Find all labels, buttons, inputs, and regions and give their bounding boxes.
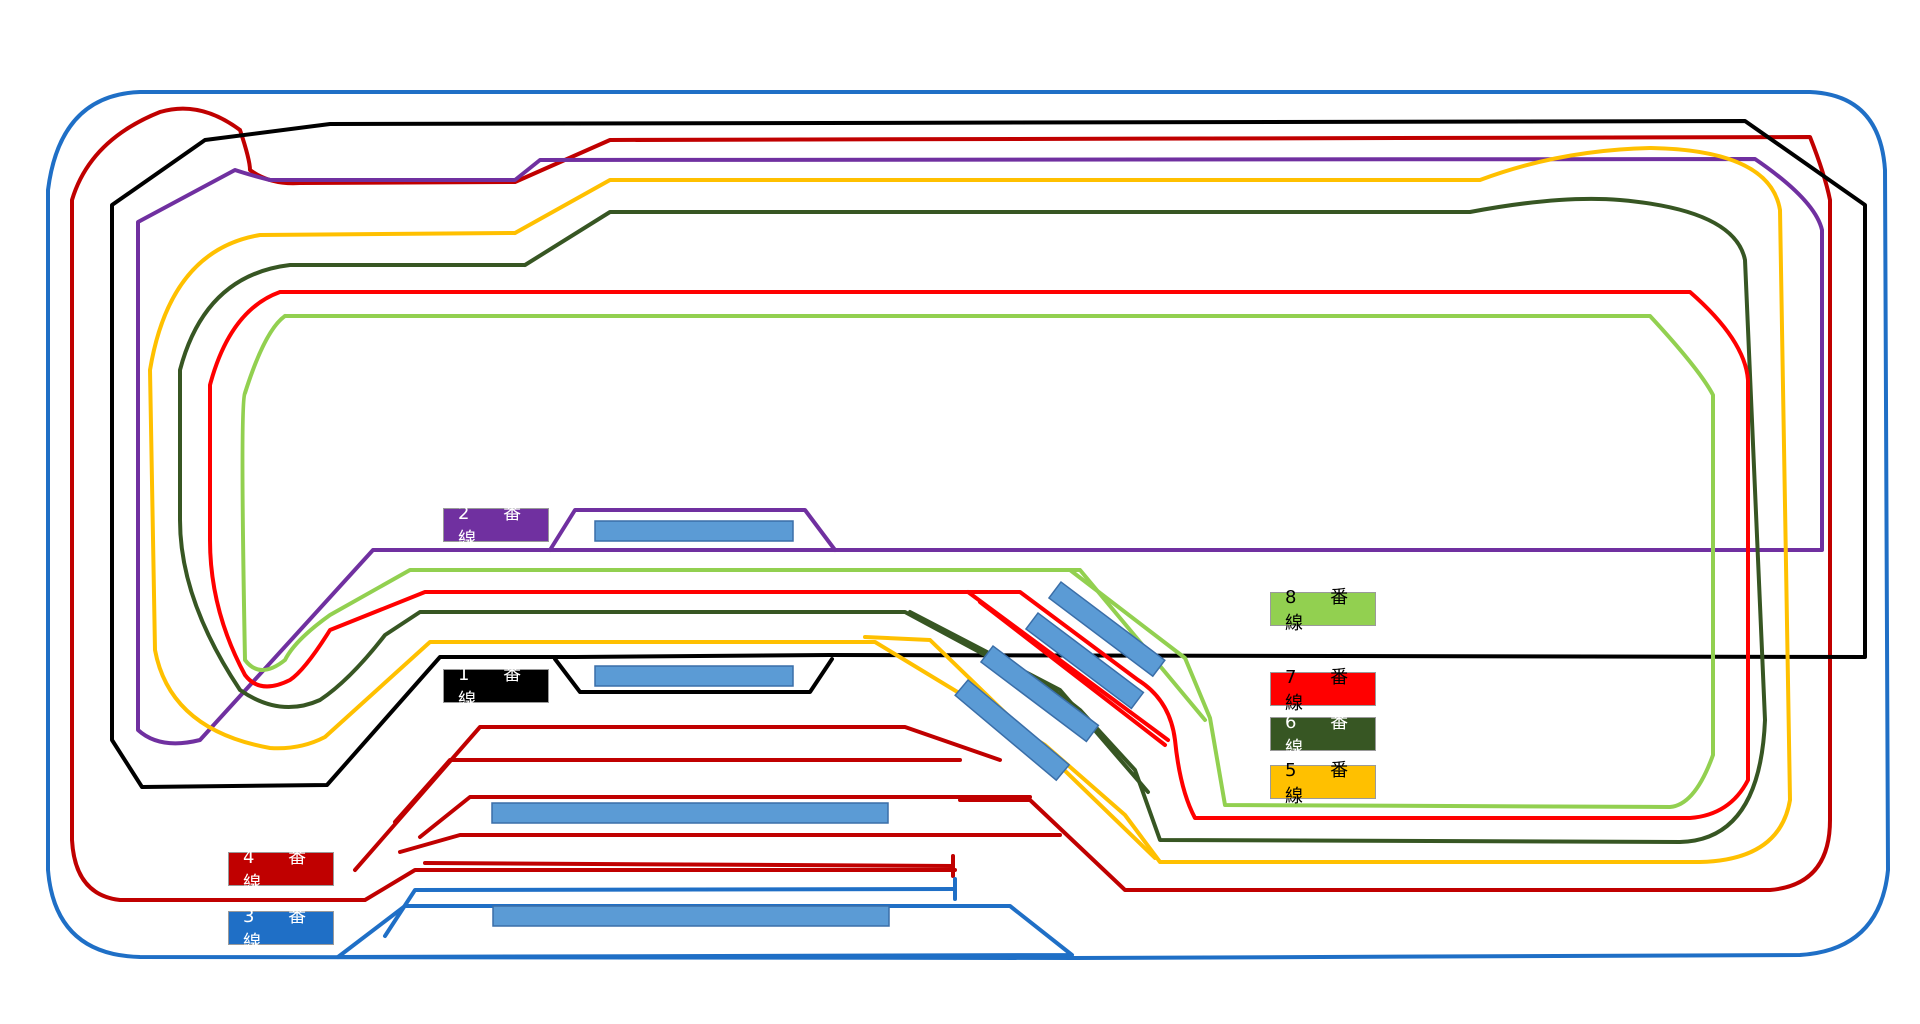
platform-diagonal-3 <box>979 644 1100 743</box>
line6-siding <box>908 610 1150 794</box>
platform-yard <box>491 802 889 824</box>
label-line8: 8 番 線 <box>1270 587 1376 634</box>
platform-diagonal-4 <box>954 678 1071 782</box>
line8-siding <box>1006 568 1207 722</box>
yard-siding-4 <box>398 833 1062 854</box>
line1-track <box>110 119 1867 789</box>
label-line4: 4 番 線 <box>228 847 334 894</box>
yard-siding-3 <box>418 795 1032 839</box>
label-line1: 1 番 線 <box>443 664 549 711</box>
platform-diagonal-1 <box>1047 580 1166 678</box>
label-line7: 7 番 線 <box>1270 667 1376 714</box>
line6-track <box>178 196 1767 844</box>
line3-siding-lower <box>336 904 1074 959</box>
yard-siding-5 <box>423 861 955 868</box>
label-line6: 6 番 線 <box>1270 712 1376 759</box>
line2-track <box>136 157 1824 746</box>
line3-siding-upper <box>383 887 957 938</box>
line5-siding <box>863 635 1157 860</box>
yard-siding-2 <box>393 758 962 824</box>
line5-track <box>148 146 1792 864</box>
platform-line2 <box>594 520 794 542</box>
label-line2: 2 番 線 <box>443 503 549 550</box>
line7-track <box>208 290 1750 820</box>
platform-diagonal-2 <box>1024 611 1145 710</box>
line8-track <box>240 314 1715 809</box>
platform-line1 <box>594 665 794 687</box>
outer-red-loop <box>70 106 1832 902</box>
label-line3: 3 番 線 <box>228 906 334 953</box>
outer-blue-loop <box>46 90 1890 960</box>
platform-line3 <box>492 905 890 927</box>
label-line5: 5 番 線 <box>1270 760 1376 807</box>
line7-siding-b <box>978 600 1167 747</box>
